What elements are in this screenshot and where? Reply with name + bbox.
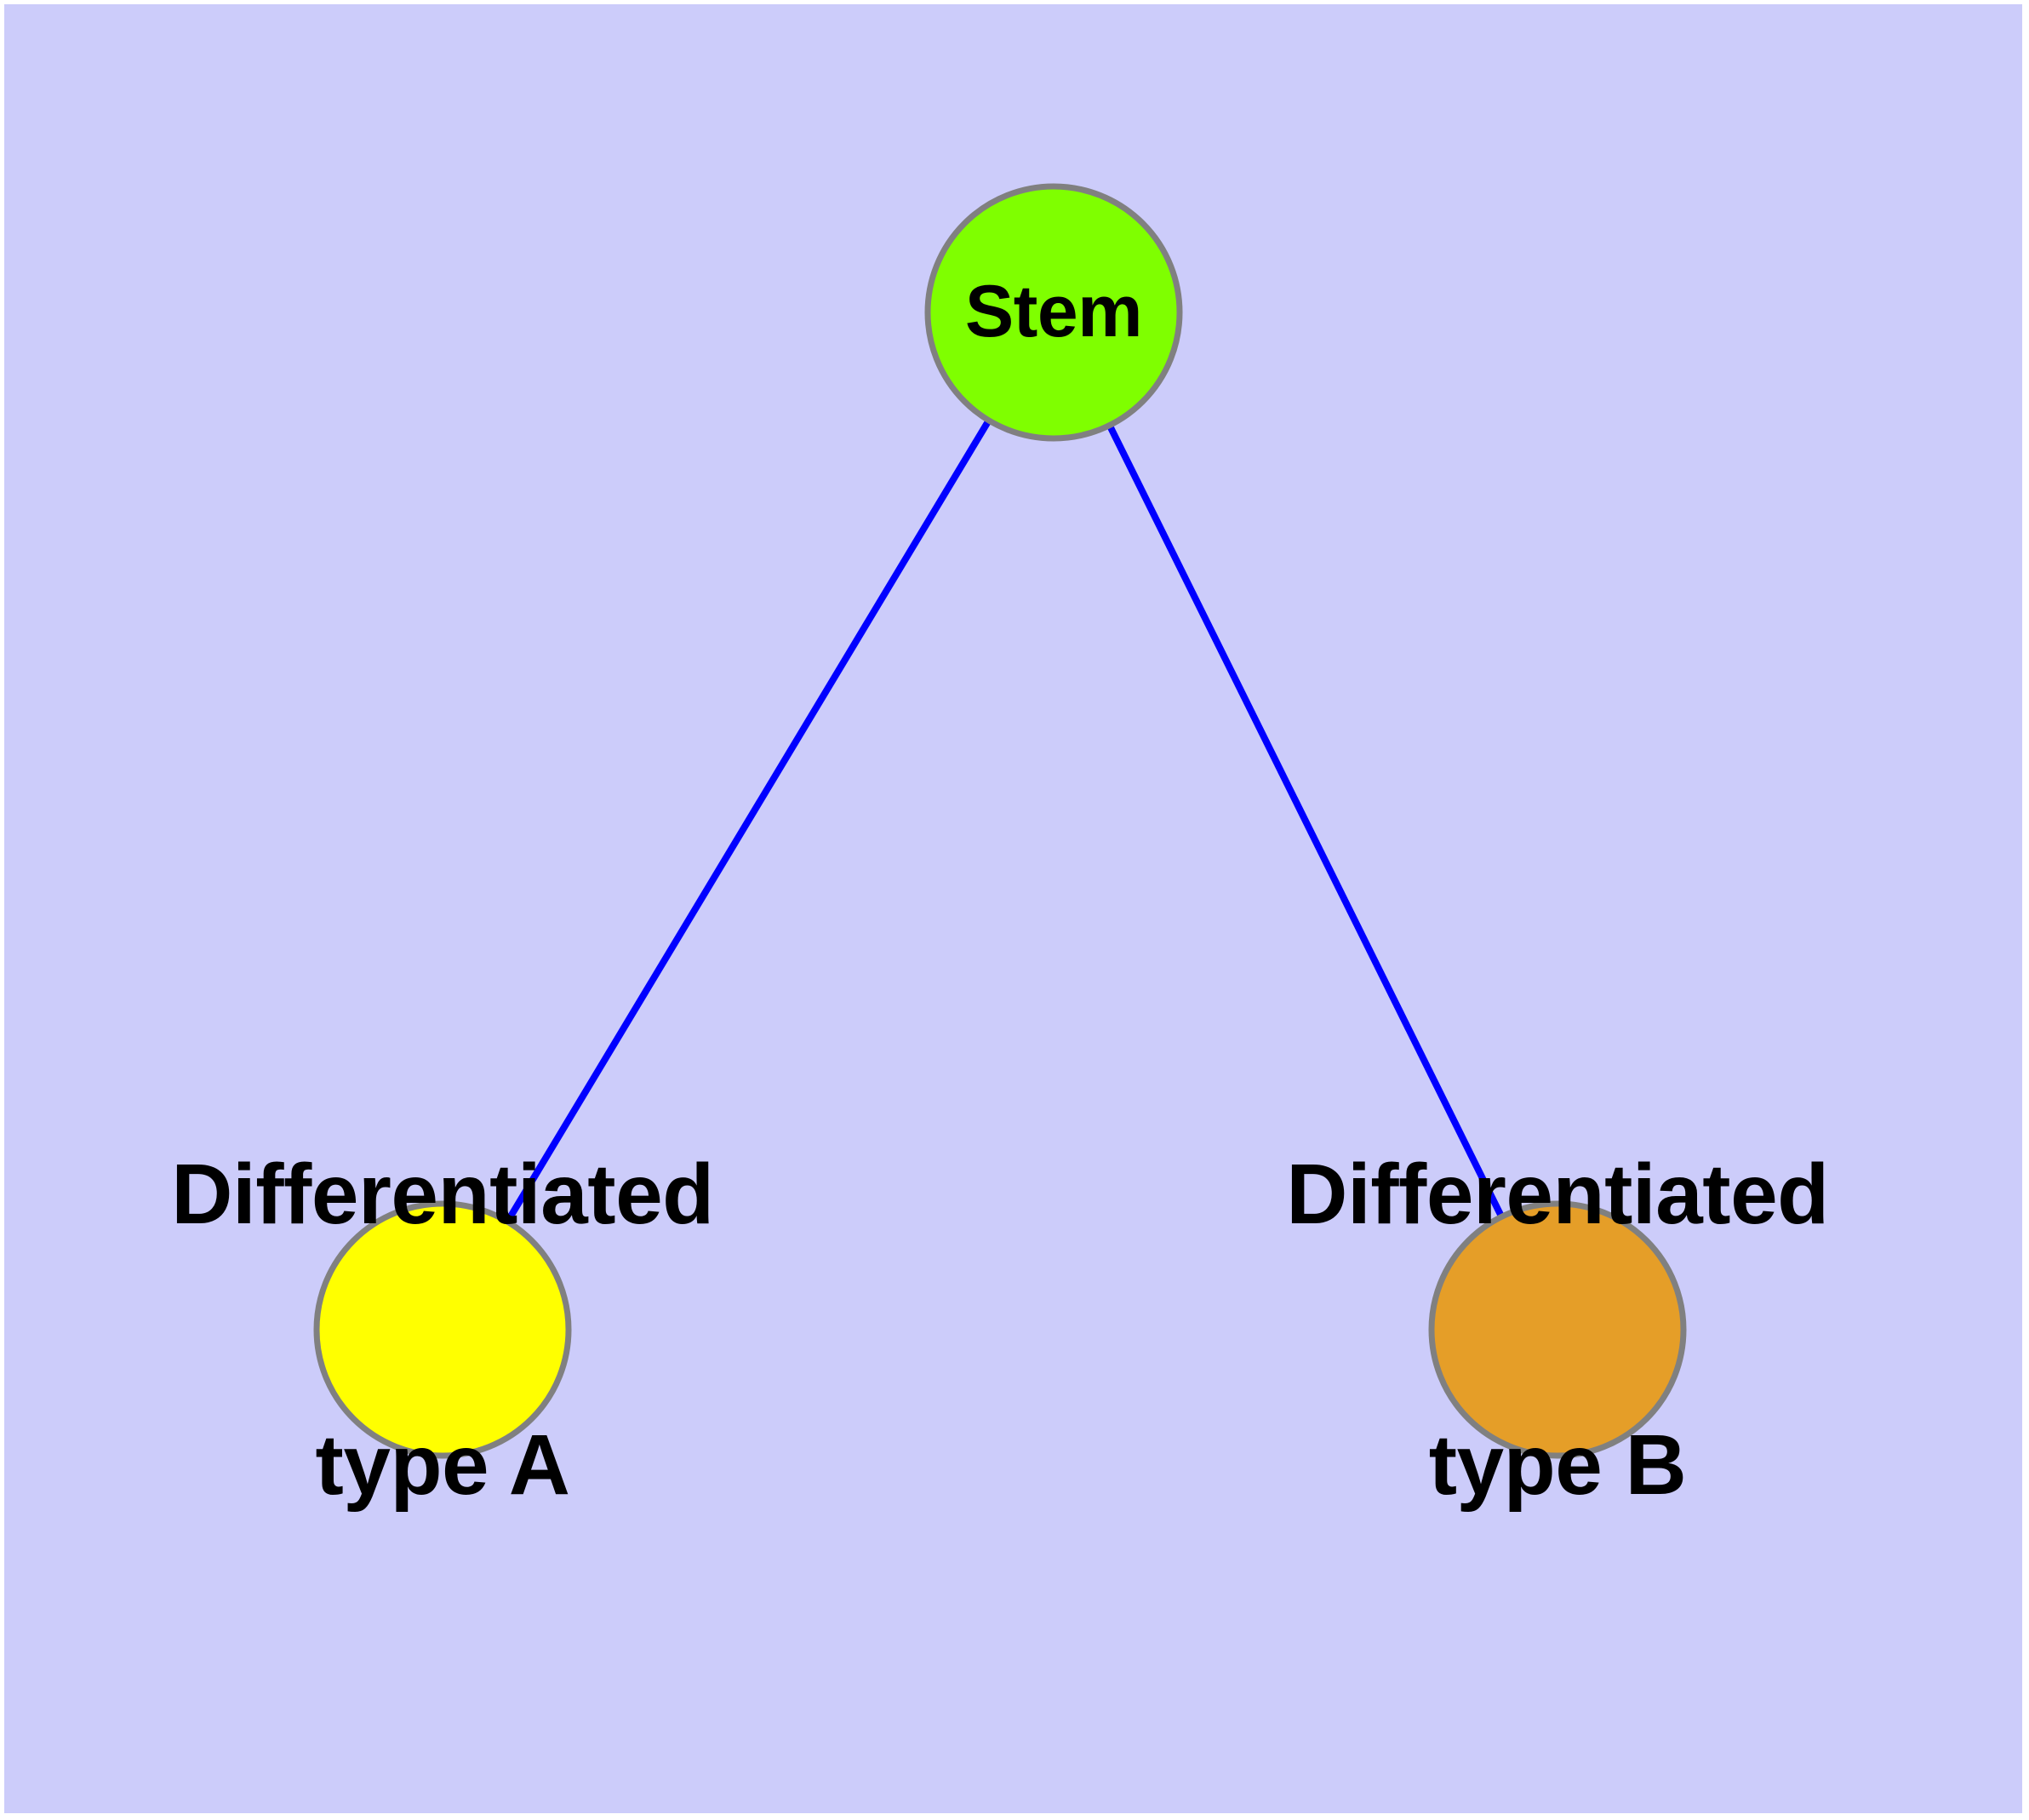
edge-group — [439, 310, 1561, 1332]
edge-stem-to-diff-b[interactable] — [1050, 311, 1561, 1331]
node-diff-b-circle[interactable] — [1428, 1200, 1687, 1459]
edge-stem-to-diff-a[interactable] — [439, 310, 1057, 1332]
node-group — [313, 183, 1687, 1459]
node-diff-a-circle[interactable] — [313, 1200, 572, 1459]
node-stem-circle[interactable] — [924, 183, 1183, 442]
